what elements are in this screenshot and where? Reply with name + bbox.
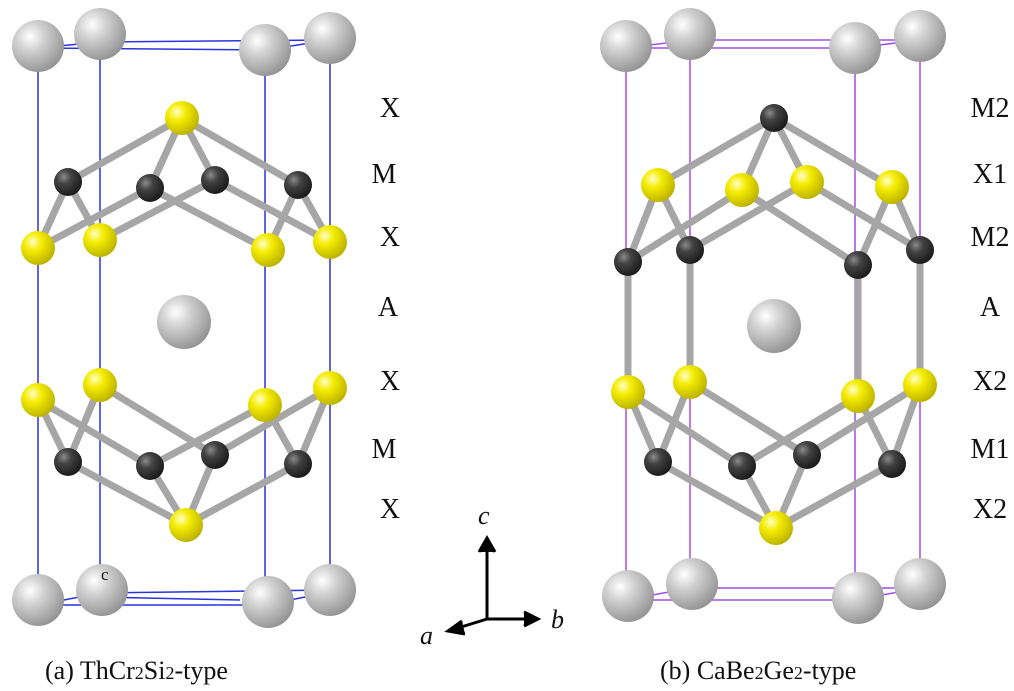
m-site-atom — [136, 174, 164, 202]
x-site-atom — [21, 383, 55, 417]
x-site-atom — [21, 231, 55, 265]
x1-site-atom — [790, 165, 824, 199]
bonds-a — [34, 114, 334, 529]
x1-site-atom — [641, 168, 675, 202]
m-site-atom — [284, 450, 312, 478]
x2-site-atom — [903, 368, 937, 402]
m2-site-atom — [676, 236, 704, 264]
m2-site-atom — [844, 251, 872, 279]
m1-site-atom — [793, 441, 821, 469]
axis-label-a: a — [420, 621, 433, 650]
m1-site-atom — [878, 450, 906, 478]
a-site-atom — [664, 8, 716, 60]
x1-site-atom — [875, 170, 909, 204]
site-label: X — [380, 366, 400, 397]
x2-site-atom — [673, 365, 707, 399]
site-label: M2 — [971, 222, 1010, 253]
a-site-atom — [157, 295, 211, 349]
a-site-atom — [76, 564, 128, 616]
a-site-atom — [239, 24, 291, 76]
axis-triad — [444, 534, 542, 636]
a-site-atom — [747, 299, 801, 353]
site-label: X — [380, 494, 400, 525]
site-label: X2 — [973, 494, 1007, 525]
site-label: M1 — [971, 434, 1010, 465]
site-label: X1 — [973, 159, 1007, 190]
site-label: M2 — [971, 93, 1010, 124]
a-site-atom — [304, 564, 356, 616]
a-site-atom — [12, 20, 64, 72]
axis-label-c: c — [478, 501, 490, 530]
a-site-atom — [12, 574, 64, 626]
a-site-atom — [666, 558, 718, 610]
panel-b-structure: M2 X1 M2 A X2 M1 X2 (b) CaBe2Ge2-type — [600, 8, 1009, 685]
a-site-atom — [894, 558, 946, 610]
x2-site-atom — [759, 511, 793, 545]
x-site-atom — [251, 233, 285, 267]
site-labels-b: M2 X1 M2 A X2 M1 X2 — [971, 93, 1010, 525]
a-site-atom — [832, 572, 884, 624]
m-site-atom — [284, 171, 312, 199]
x-site-atom — [313, 371, 347, 405]
panel-a-caption: (a) ThCr2Si2-type — [45, 656, 228, 685]
m-site-atom — [201, 441, 229, 469]
m-site-atom — [54, 168, 82, 196]
m1-site-atom — [644, 448, 672, 476]
x-site-atom — [83, 223, 117, 257]
axis-label-b: b — [551, 605, 564, 634]
x-site-atom — [313, 225, 347, 259]
site-label: X — [380, 93, 400, 124]
a-site-atom — [602, 570, 654, 622]
site-label: M — [372, 159, 397, 190]
x-site-atom — [83, 368, 117, 402]
x-site-atom — [165, 101, 199, 135]
m-site-atom — [136, 452, 164, 480]
a-site-atom — [829, 22, 881, 74]
panel-a-structure: c X M X A X M X (a) ThCr2Si2-type — [12, 8, 400, 685]
x2-site-atom — [611, 375, 645, 409]
m-site-atom — [54, 448, 82, 476]
x2-site-atom — [841, 379, 875, 413]
panel-b-caption: (b) CaBe2Ge2-type — [660, 656, 856, 685]
m2-site-atom — [906, 236, 934, 264]
a-site-atom — [242, 576, 294, 628]
a-site-atom — [304, 12, 356, 64]
site-label: X — [380, 222, 400, 253]
x-site-atom — [169, 508, 203, 542]
a-site-atom — [600, 20, 652, 72]
x-site-atom — [248, 388, 282, 422]
site-label: A — [980, 292, 1001, 323]
atoms-a — [12, 8, 356, 628]
cell-axis-label: c — [101, 565, 109, 584]
a-site-atom — [894, 10, 946, 62]
site-label: A — [378, 292, 399, 323]
m-site-atom — [201, 166, 229, 194]
site-labels-a: X M X A X M X — [372, 93, 401, 525]
site-label: M — [372, 434, 397, 465]
site-label: X2 — [973, 366, 1007, 397]
m2-site-atom — [614, 248, 642, 276]
atoms-b — [600, 8, 946, 624]
a-site-atom — [74, 8, 126, 60]
m1-site-atom — [728, 452, 756, 480]
x1-site-atom — [725, 173, 759, 207]
m2-site-atom — [760, 104, 788, 132]
